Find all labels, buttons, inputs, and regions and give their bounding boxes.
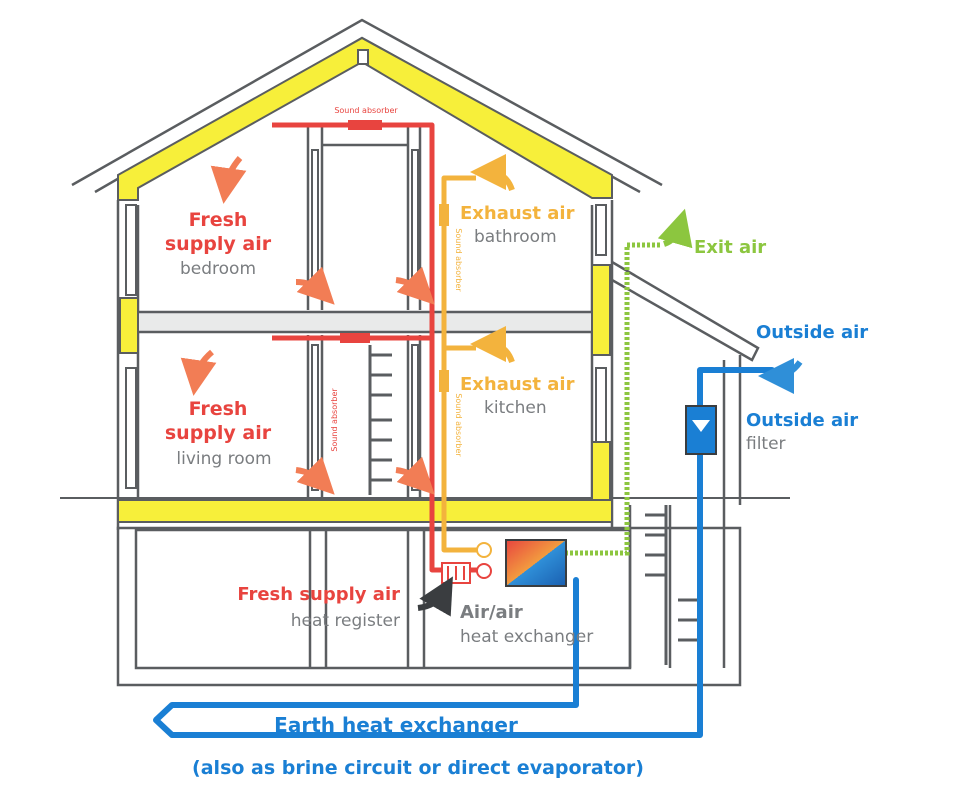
hx-label-line1: Air/air bbox=[460, 602, 523, 623]
annex-roof bbox=[611, 260, 760, 362]
bath-room-label: bathroom bbox=[474, 227, 557, 247]
sound-absorber-bath-label: Sound absorber bbox=[454, 228, 463, 292]
arrow-heat-register-icon bbox=[417, 576, 453, 617]
flow-arrows bbox=[180, 154, 803, 617]
arrow-bath-exhaust-icon bbox=[470, 154, 515, 192]
outside-air-filter-icon bbox=[685, 405, 717, 455]
kitchen-room-label: kitchen bbox=[484, 398, 547, 418]
wall-insulation-right bbox=[591, 264, 611, 356]
exhaust-fan-icon bbox=[476, 542, 492, 558]
hx-label-line2: heat exchanger bbox=[460, 627, 593, 647]
arrow-living-out-left-icon bbox=[295, 456, 335, 495]
sound-absorber-mid-label: Sound absorber bbox=[330, 388, 339, 452]
mid-floor-slab bbox=[126, 310, 606, 334]
sound-absorbers bbox=[340, 120, 449, 392]
heat-register-label-line2: heat register bbox=[291, 611, 400, 631]
living-room-label: living room bbox=[176, 449, 271, 469]
kitchen-title: Exhaust air bbox=[460, 374, 575, 395]
arrow-kitchen-exhaust-icon bbox=[470, 326, 515, 364]
insulation bbox=[117, 36, 613, 523]
labels: Fresh supply air bedroom Fresh supply ai… bbox=[165, 106, 868, 779]
filter-label-line1: Outside air bbox=[746, 410, 858, 431]
window-marks bbox=[125, 149, 607, 491]
sound-absorber-top-label: Sound absorber bbox=[334, 106, 398, 115]
living-title-line1: Fresh bbox=[189, 398, 248, 420]
arrow-bedroom-out-left-icon bbox=[295, 266, 335, 305]
bath-title: Exhaust air bbox=[460, 203, 575, 224]
bedroom-room-label: bedroom bbox=[180, 259, 256, 279]
earth-hx-label: Earth heat exchanger bbox=[274, 713, 518, 737]
air-air-heat-exchanger-icon bbox=[505, 539, 567, 587]
arrow-living-supply-icon bbox=[180, 349, 217, 396]
bedroom-title-line2: supply air bbox=[165, 233, 272, 255]
basement-outer bbox=[116, 526, 742, 687]
filter-label-line2: filter bbox=[746, 434, 786, 454]
wall-insulation-left bbox=[119, 297, 139, 354]
arrow-outside-air-icon bbox=[758, 357, 803, 394]
arrow-living-out-right-icon bbox=[395, 456, 435, 495]
exit-air-duct bbox=[565, 242, 660, 556]
arrow-bedroom-out-right-icon bbox=[395, 266, 435, 305]
wall-insulation-right-low bbox=[591, 441, 611, 503]
stairs bbox=[368, 345, 700, 665]
arrow-exit-air-icon bbox=[657, 208, 693, 249]
outside-air-label: Outside air bbox=[756, 322, 868, 343]
heat-register-label-line1: Fresh supply air bbox=[237, 584, 400, 605]
floor-insulation bbox=[117, 499, 613, 523]
exit-air-label: Exit air bbox=[694, 237, 766, 258]
earth-hx-note: (also as brine circuit or direct evapora… bbox=[192, 757, 644, 779]
bedroom-title-line1: Fresh bbox=[189, 209, 248, 231]
arrow-bedroom-supply-icon bbox=[210, 156, 247, 204]
sound-absorber-kitchen-label: Sound absorber bbox=[454, 393, 463, 457]
roof-outline bbox=[71, 18, 663, 187]
living-title-line2: supply air bbox=[165, 422, 272, 444]
supply-fan-icon bbox=[476, 563, 492, 579]
house-structure bbox=[60, 18, 790, 687]
heat-register bbox=[441, 562, 471, 584]
roof-insulation bbox=[117, 36, 613, 201]
